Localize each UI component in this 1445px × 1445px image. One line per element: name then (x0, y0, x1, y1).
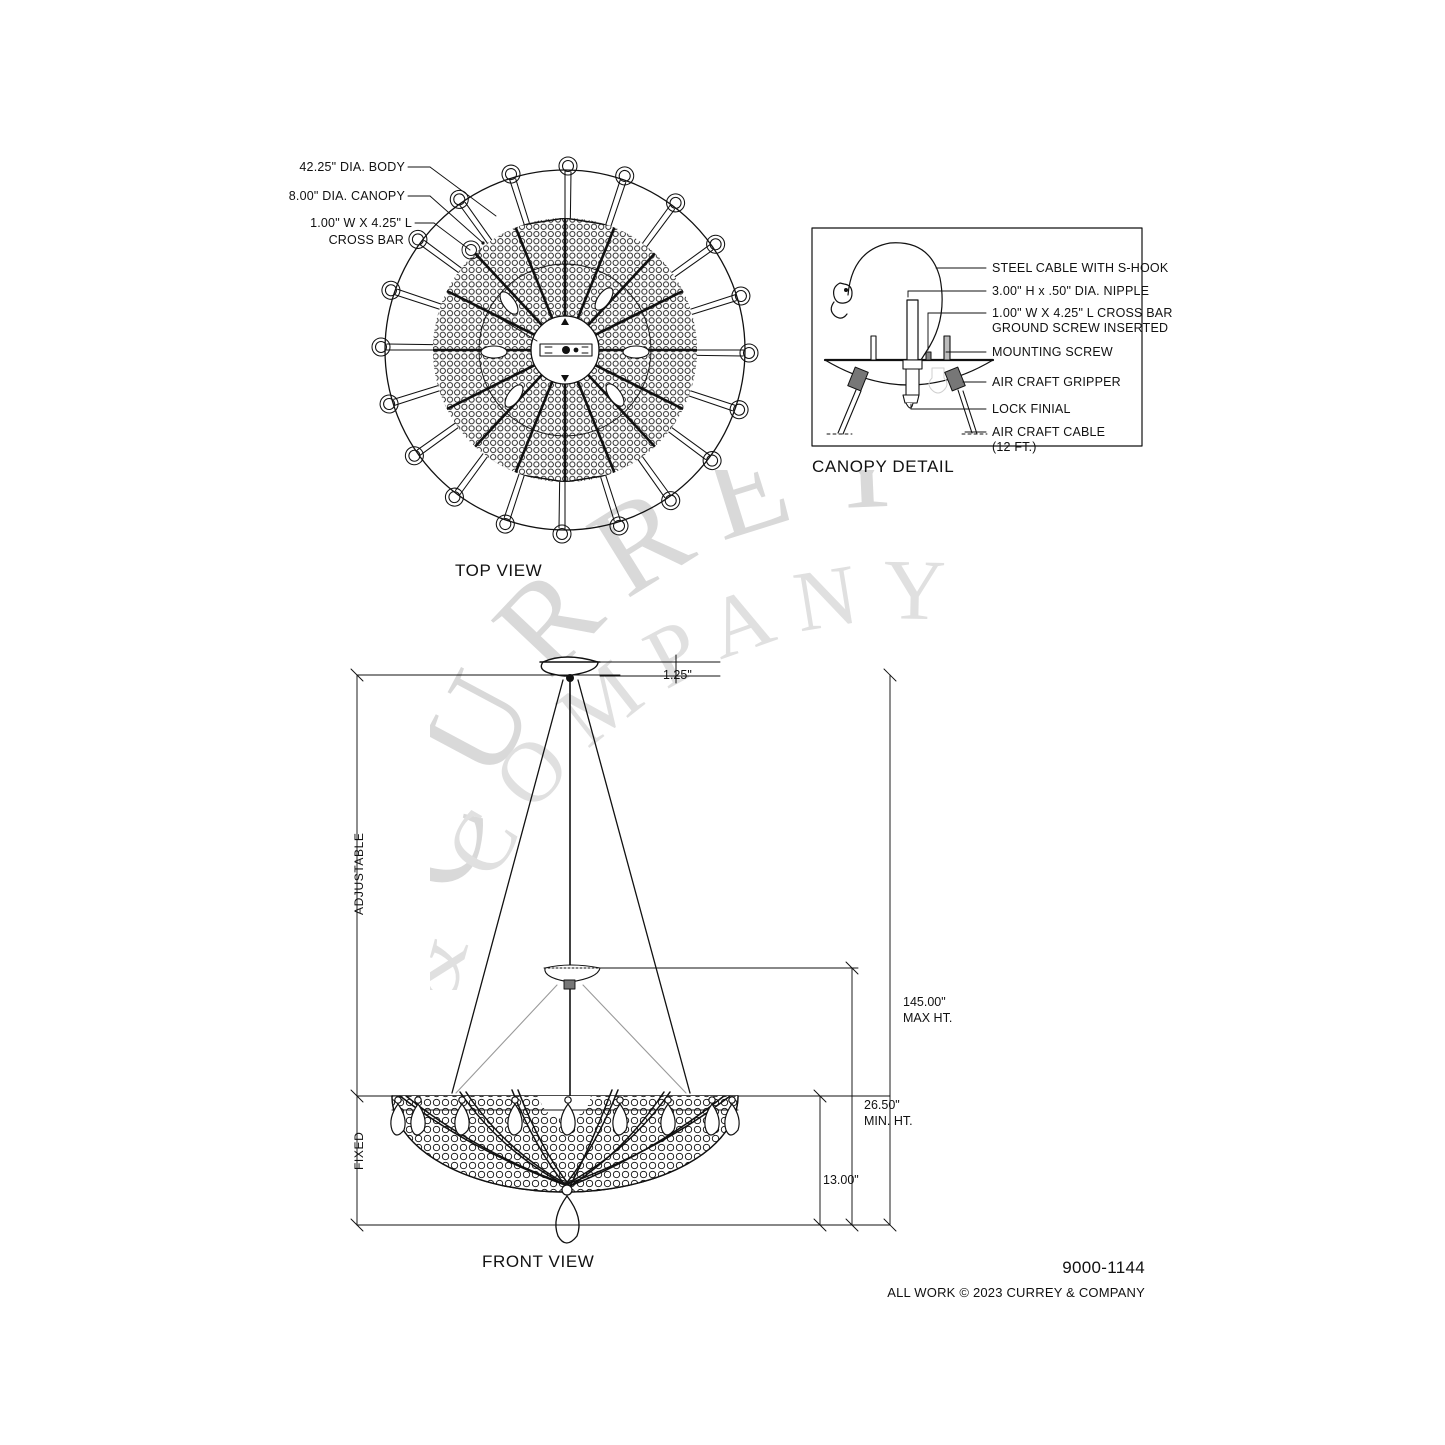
label-lock-finial: LOCK FINIAL (992, 402, 1071, 416)
top-view-leaders (407, 166, 497, 260)
front-cable-right (577, 679, 691, 1094)
top-view-sockets (480, 287, 650, 408)
zone-label-adjustable: ADJUSTABLE (352, 832, 366, 915)
label-cross-bar-line1: 1.00" W X 4.25" L CROSS BAR (992, 306, 1173, 320)
label-aircraft-cable-line2: (12 FT.) (992, 440, 1037, 454)
s-hook (833, 282, 853, 304)
ground-screw (925, 351, 932, 361)
aircraft-gripper-left (847, 366, 869, 392)
copyright-notice: ALL WORK © 2023 CURREY & COMPANY (887, 1285, 1145, 1300)
top-view-title: TOP VIEW (455, 561, 543, 580)
dim-label-min-height-1: 26.50" (864, 1098, 900, 1112)
canopy-detail-leaders (907, 267, 987, 433)
lock-finial (902, 394, 920, 404)
label-nipple: 3.00" H x .50" DIA. NIPPLE (992, 284, 1150, 298)
dim-label-body-height: 13.00" (823, 1173, 859, 1187)
callout-cross-bar-name: CROSS BAR (328, 233, 404, 247)
top-view-canopy (495, 315, 600, 385)
front-bottom-drop (555, 1184, 580, 1244)
dim-label-max-height-1: 145.00" (903, 995, 946, 1009)
aircraft-gripper-right (944, 366, 966, 392)
label-aircraft-gripper: AIR CRAFT GRIPPER (992, 375, 1121, 389)
callout-body-diameter: 42.25" DIA. BODY (299, 160, 405, 174)
canopy-detail-title: CANOPY DETAIL (812, 457, 955, 476)
front-crystals (390, 1096, 740, 1136)
front-view-title: FRONT VIEW (482, 1252, 595, 1271)
front-view-dimensions (350, 654, 897, 1232)
dim-label-canopy-height: 1.25" (663, 668, 692, 682)
zone-label-fixed: FIXED (352, 1131, 366, 1170)
mounting-screw-left (870, 335, 877, 361)
callout-canopy-diameter: 8.00" DIA. CANOPY (288, 189, 405, 203)
canopy-detail-group (811, 227, 1143, 447)
dim-label-max-height-2: MAX HT. (903, 1011, 953, 1025)
label-cross-bar-line2: GROUND SCREW INSERTED (992, 321, 1169, 335)
label-steel-cable: STEEL CABLE WITH S-HOOK (992, 261, 1169, 275)
part-number: 9000-1144 (1062, 1258, 1145, 1277)
dim-label-min-height-2: MIN. HT. (864, 1114, 913, 1128)
front-cable-left (451, 679, 564, 1094)
front-view-group (350, 654, 897, 1244)
aircraft-cables (826, 389, 988, 435)
front-min-height-canopy (544, 964, 601, 983)
canopy-detail-frame (811, 227, 1143, 447)
mounting-screw-right (943, 335, 951, 361)
nipple (906, 299, 919, 361)
front-top-canopy (540, 656, 599, 677)
top-view-group (371, 156, 759, 544)
steel-cable (847, 242, 943, 381)
callout-cross-bar-size: 1.00" W X 4.25" L (310, 216, 412, 230)
label-aircraft-cable-line1: AIR CRAFT CABLE (992, 425, 1106, 439)
label-mounting-screw: MOUNTING SCREW (992, 345, 1113, 359)
